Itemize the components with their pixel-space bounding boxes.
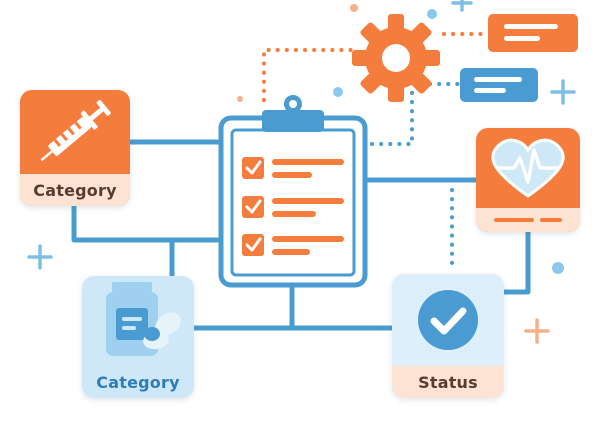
decorative-dot bbox=[552, 262, 564, 274]
plus-icon bbox=[550, 79, 576, 105]
heart-pulse-icon bbox=[476, 128, 580, 208]
plus-icon bbox=[524, 318, 550, 344]
medicine-bottle-icon bbox=[82, 276, 194, 366]
gear-icon bbox=[352, 14, 440, 102]
syringe-icon bbox=[20, 90, 130, 174]
message-bubble-orange bbox=[488, 14, 578, 52]
connector-vaccine-bottom bbox=[71, 202, 221, 243]
status-card[interactable]: Status bbox=[392, 274, 504, 398]
checklist-item bbox=[242, 157, 344, 179]
decorative-dot bbox=[427, 9, 437, 19]
card-label: Status bbox=[392, 366, 504, 398]
medicine-category-card[interactable]: Category bbox=[82, 276, 194, 398]
decorative-dot bbox=[237, 96, 243, 102]
plus-icon bbox=[27, 244, 53, 270]
checkmark-circle-icon bbox=[392, 274, 504, 366]
checklist-item bbox=[242, 196, 344, 218]
checklist-item bbox=[242, 234, 344, 256]
vaccine-category-card[interactable]: Category bbox=[20, 90, 130, 206]
vital-signs-card[interactable] bbox=[476, 128, 580, 232]
connector-vitals-to-status bbox=[501, 229, 531, 295]
card-label: Category bbox=[20, 174, 130, 206]
card-footer bbox=[476, 208, 580, 232]
card-label: Category bbox=[96, 372, 180, 392]
message-bubble-blue bbox=[460, 68, 538, 102]
decorative-dot bbox=[333, 87, 343, 97]
checklist-clipboard bbox=[218, 92, 368, 288]
dotted-connector-gear-left bbox=[262, 48, 354, 102]
plus-icon bbox=[451, 0, 473, 12]
decorative-dot bbox=[350, 4, 358, 12]
